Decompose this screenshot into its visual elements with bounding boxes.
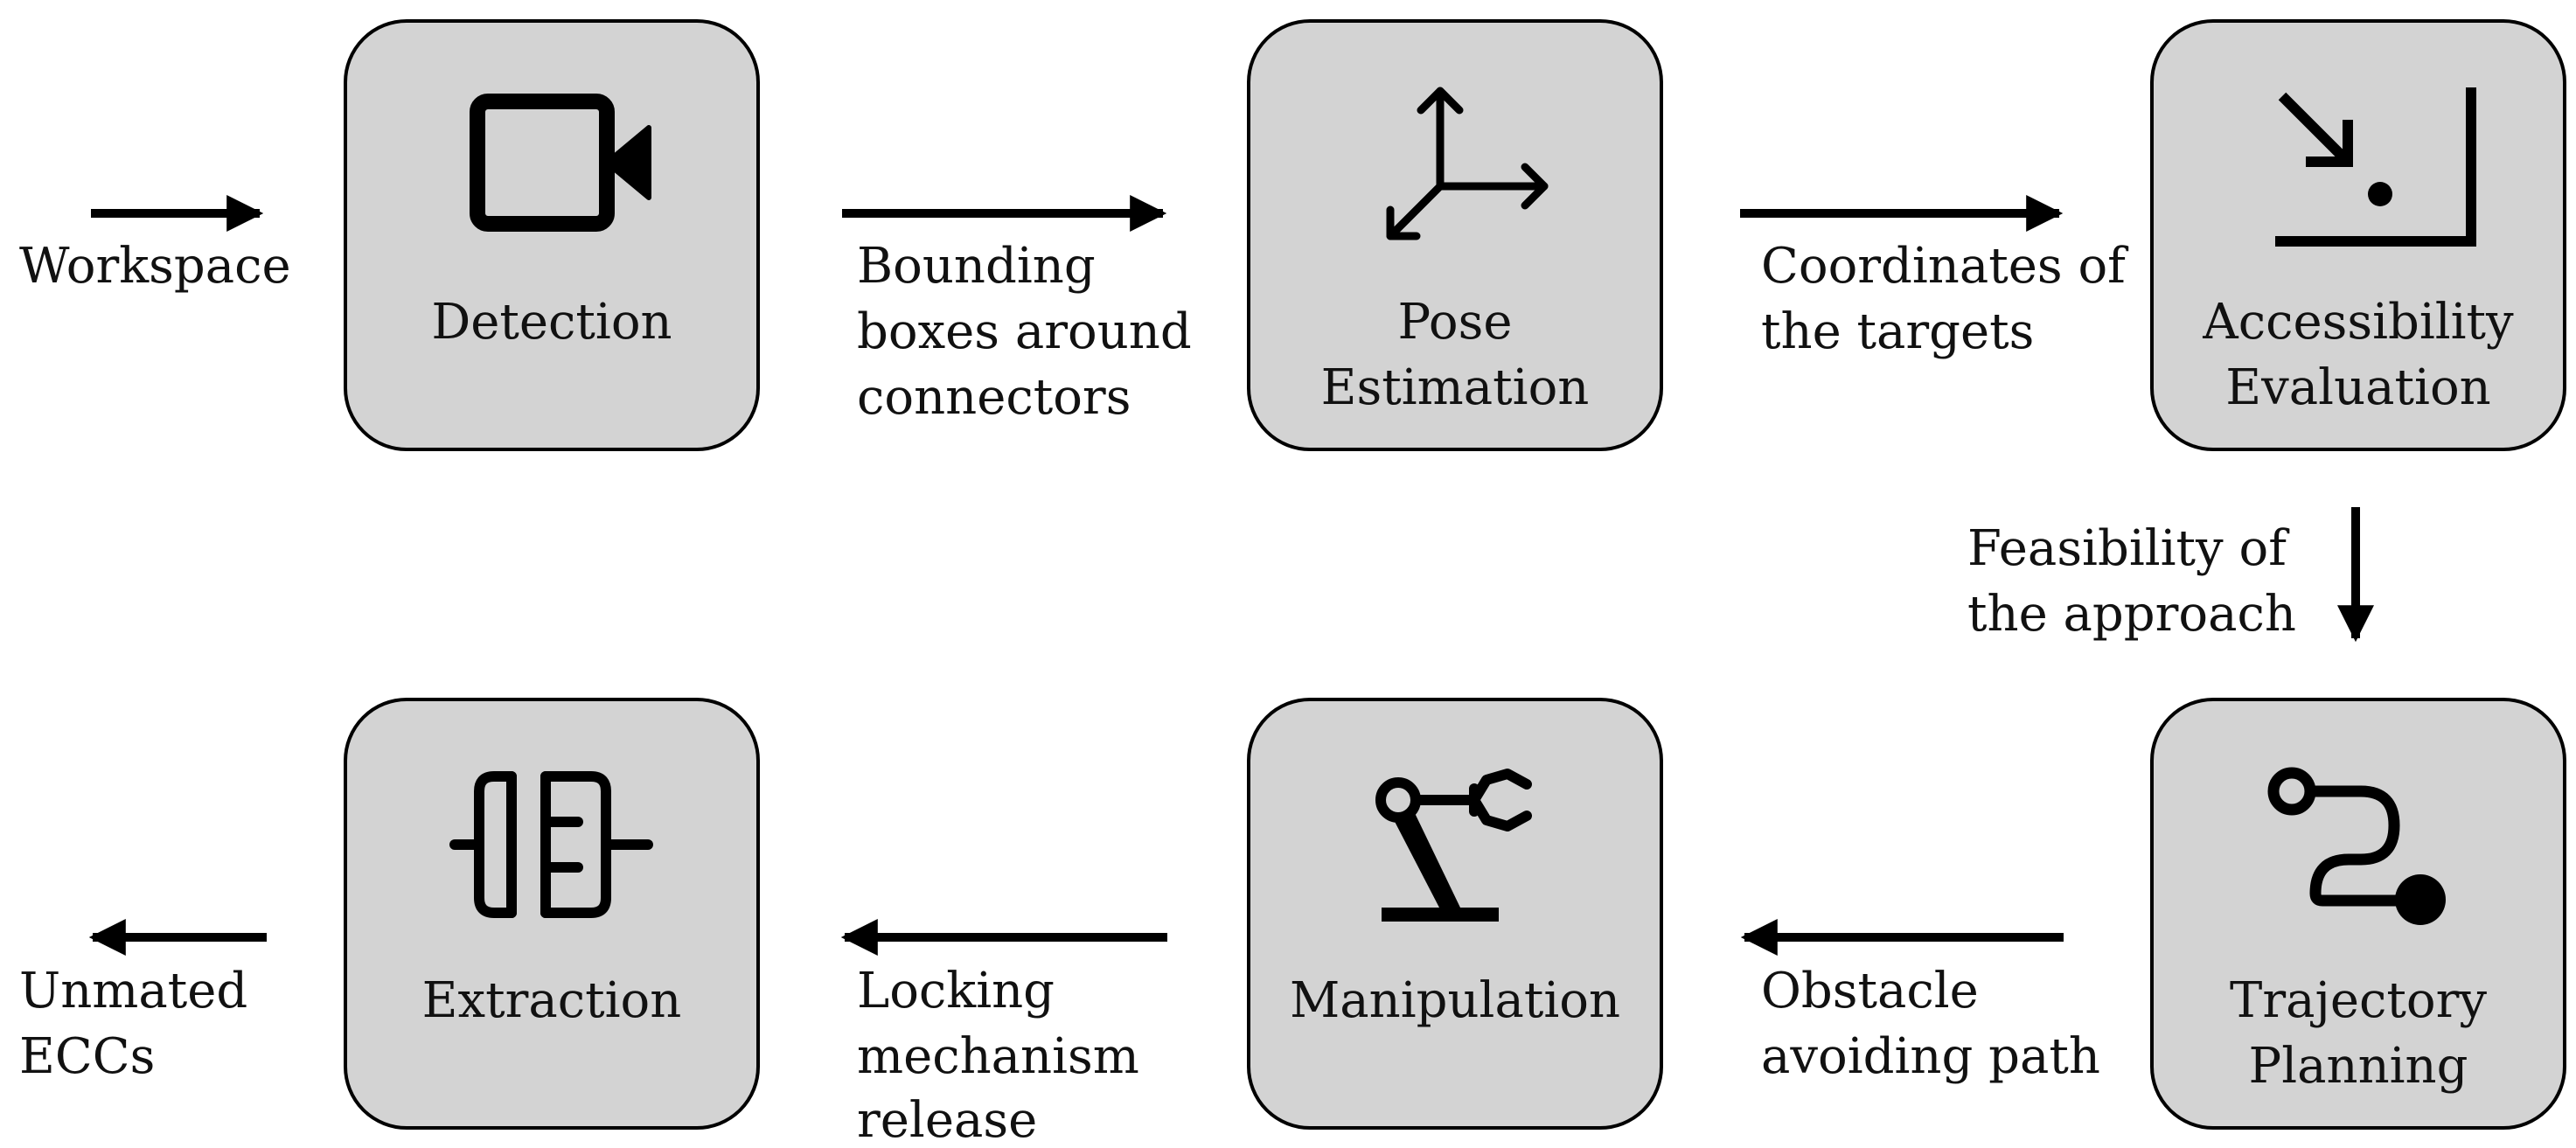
edge-label-line-1: Unmated — [19, 963, 247, 1019]
node-label-line-1: Pose — [1397, 294, 1512, 351]
node-label-line-2: Evaluation — [2225, 359, 2490, 416]
edge-label-line-2: boxes around — [857, 303, 1192, 360]
edge-label-line-2: the approach — [1967, 586, 2296, 643]
edge-input: Workspace — [19, 195, 291, 295]
edge-label-line-1: Bounding — [857, 238, 1096, 295]
arrow-into-corner-icon — [2275, 87, 2476, 247]
edge-label-line-1: Locking — [857, 963, 1055, 1019]
edge-accessibility-to-trajectory: Feasibility of the approach — [1967, 507, 2374, 643]
edge-detection-to-pose: Bounding boxes around connectors — [842, 195, 1192, 426]
edge-output: Unmated ECCs — [19, 919, 267, 1085]
edge-label-line-1: Coordinates of — [1761, 238, 2129, 295]
node-box — [344, 19, 760, 451]
node-box — [1247, 19, 1663, 451]
node-label-line-1: Trajectory — [2230, 972, 2487, 1029]
edge-label-line-2: the targets — [1761, 303, 2034, 360]
path-route-icon — [2267, 767, 2446, 925]
node-trajectory-planning: Trajectory Planning — [2150, 698, 2566, 1130]
edge-manipulation-to-extraction: Locking mechanism release — [840, 919, 1167, 1148]
edge-label-line-2: ECCs — [19, 1028, 155, 1085]
node-box — [2150, 698, 2566, 1130]
edge-trajectory-to-manipulation: Obstacle avoiding path — [1740, 919, 2100, 1085]
edge-label-line-2: avoiding path — [1761, 1028, 2100, 1085]
3d-axes-icon — [1386, 87, 1549, 240]
plug-connector-icon — [449, 771, 653, 918]
edge-label-line-1: Obstacle — [1761, 963, 1979, 1019]
edge-label-line-3: release — [857, 1092, 1037, 1148]
node-manipulation: Manipulation — [1247, 698, 1663, 1130]
robot-arm-icon — [1375, 769, 1532, 922]
node-label-line-2: Estimation — [1321, 359, 1590, 416]
node-accessibility-evaluation: Accessibility Evaluation — [2150, 19, 2566, 451]
node-detection: Detection — [344, 19, 760, 451]
node-extraction: Extraction — [344, 698, 760, 1130]
node-label-line-1: Accessibility — [2202, 294, 2514, 351]
edge-label-line-2: mechanism — [857, 1028, 1139, 1085]
edge-pose-to-accessibility: Coordinates of the targets — [1740, 195, 2129, 360]
node-label: Extraction — [422, 972, 682, 1029]
node-label-line-2: Planning — [2249, 1038, 2468, 1095]
node-label: Detection — [431, 294, 672, 351]
node-pose-estimation: Pose Estimation — [1247, 19, 1663, 451]
node-label: Manipulation — [1290, 972, 1620, 1029]
edge-label-line-3: connectors — [857, 369, 1131, 426]
node-box — [2150, 19, 2566, 451]
video-camera-icon — [470, 94, 651, 232]
edge-label-line-1: Feasibility of — [1967, 520, 2290, 577]
edge-label-line-1: Workspace — [19, 238, 291, 295]
